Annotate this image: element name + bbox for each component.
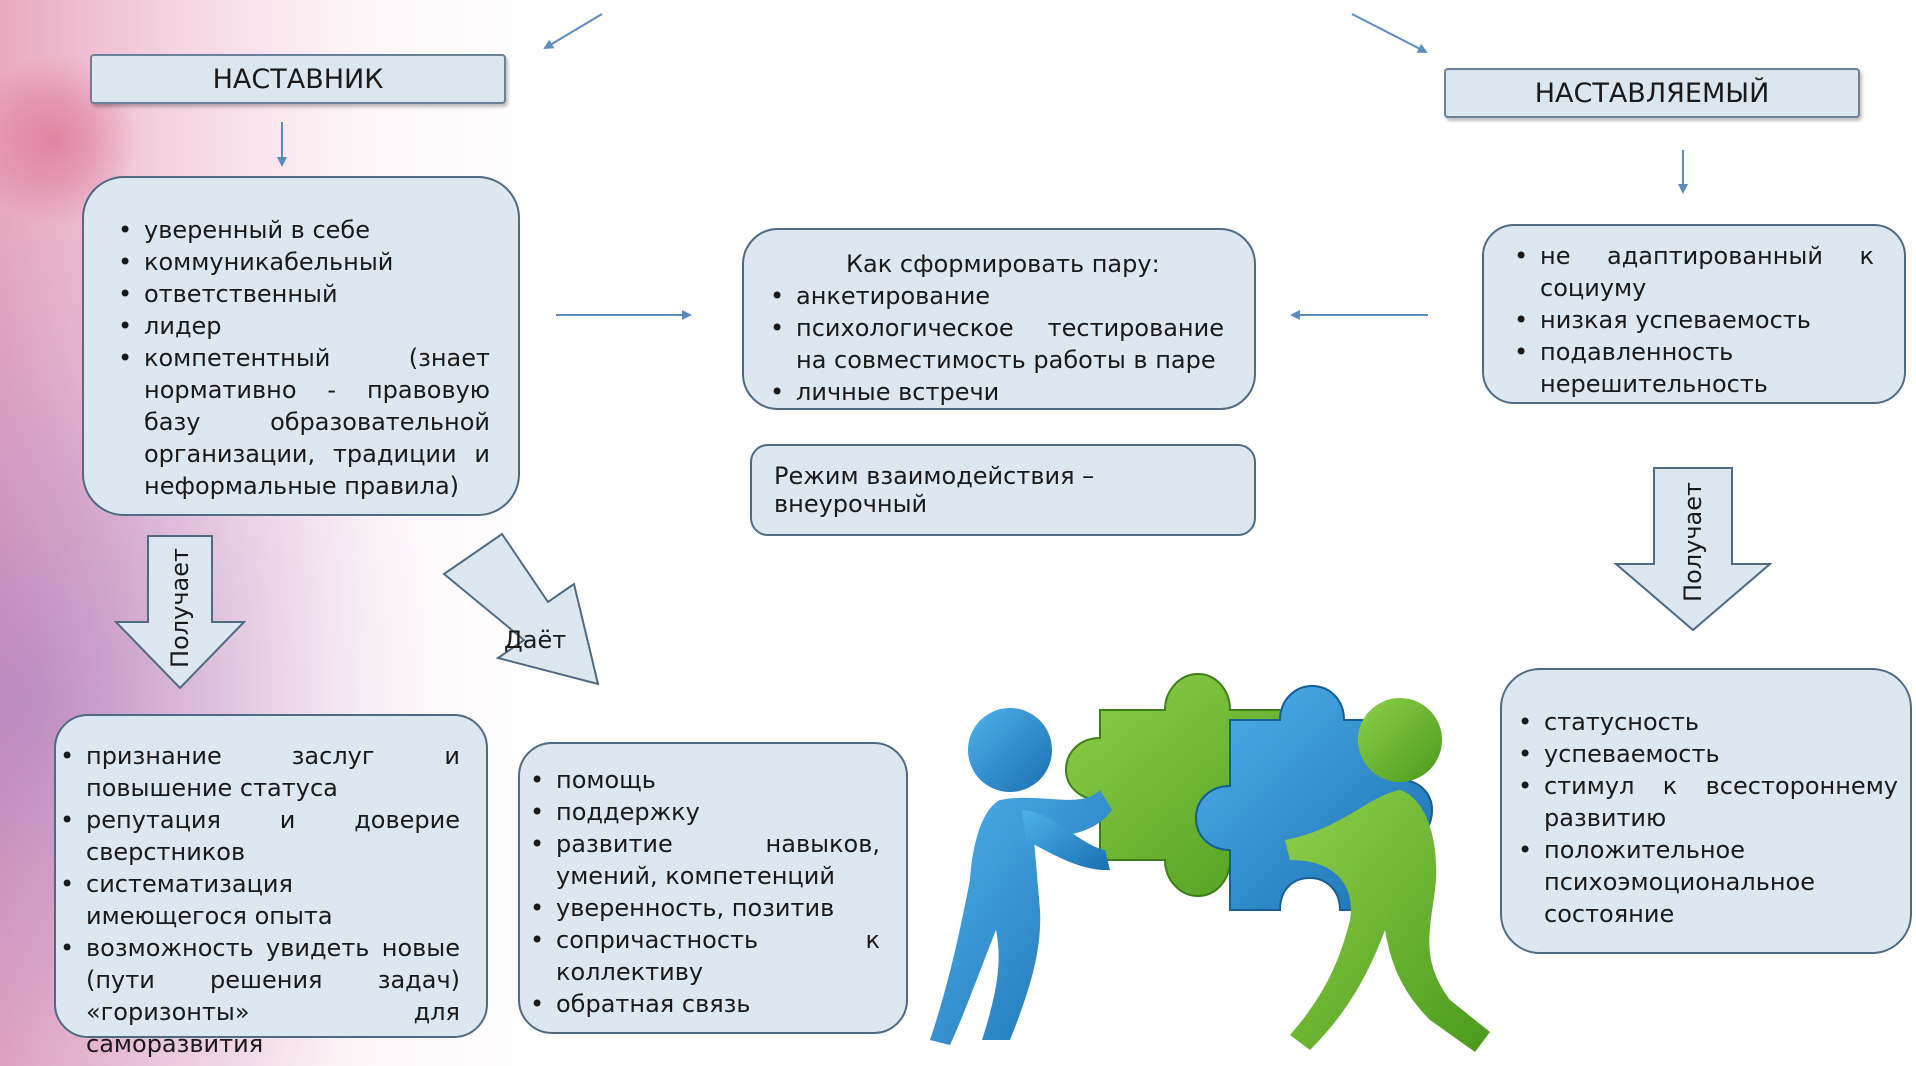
mentor-qualities-list: уверенный в себе коммуникабельный ответс… <box>118 214 490 502</box>
mentor-gives-arrow: Даёт <box>440 528 610 698</box>
mentor-title-box: НАСТАВНИК <box>90 54 506 104</box>
mentee-receives-list: статусность успеваемость стимул к всесто… <box>1518 706 1898 930</box>
mentee-title-box: НАСТАВЛЯЕМЫЙ <box>1444 68 1860 118</box>
list-item: психологическое тестирование на совмести… <box>770 312 1224 376</box>
list-item: систематизация имеющегося опыта <box>60 868 460 932</box>
list-item: низкая успеваемость <box>1514 304 1874 336</box>
mentee-qualities-box: не адаптированный к социуму низкая успев… <box>1482 224 1906 404</box>
mentee-receives-arrow: Получает <box>1612 466 1774 634</box>
mentor-title: НАСТАВНИК <box>212 63 384 95</box>
arrow-top-right <box>1351 13 1428 53</box>
list-item: возможность увидеть новые (пути решения … <box>60 932 460 1060</box>
pair-heading: Как сформировать пару: <box>846 250 1160 278</box>
mentor-receives-arrow: Получает <box>112 534 248 692</box>
list-item: личные встречи <box>770 376 1224 408</box>
interaction-mode-text: Режим взаимодействия – внеурочный <box>774 462 1095 518</box>
list-item: анкетирование <box>770 280 1224 312</box>
list-item: успеваемость <box>1518 738 1898 770</box>
list-item: уверенность, позитив <box>530 892 880 924</box>
list-item: репутация и доверие сверстников <box>60 804 460 868</box>
mentor-receives-box: признание заслуг и повышение статуса реп… <box>54 714 488 1058</box>
list-item: развитие навыков, умений, компетенций <box>530 828 880 892</box>
arrow-top-left <box>543 13 603 50</box>
list-item: статусность <box>1518 706 1898 738</box>
list-item: сопричастность к коллективу <box>530 924 880 988</box>
mentor-gives-label: Даёт <box>504 626 567 654</box>
mentor-receives-list: признание заслуг и повышение статуса реп… <box>60 740 460 1060</box>
blue-figure-icon <box>930 708 1112 1045</box>
mentor-gives-box: помощь поддержку развитие навыков, умени… <box>518 742 908 1034</box>
list-item: признание заслуг и повышение статуса <box>60 740 460 804</box>
interaction-mode-box: Режим взаимодействия – внеурочный <box>750 444 1256 536</box>
list-item: не адаптированный к социуму <box>1514 240 1874 304</box>
mentee-receives-box: статусность успеваемость стимул к всесто… <box>1500 668 1912 954</box>
mentee-qualities-list: не адаптированный к социуму низкая успев… <box>1514 240 1874 400</box>
mentor-gives-list: помощь поддержку развитие навыков, умени… <box>530 764 880 1020</box>
list-item: лидер <box>118 310 490 342</box>
list-item: помощь <box>530 764 880 796</box>
mentor-receives-label: Получает <box>166 548 194 668</box>
list-item: подавленность нерешительность <box>1514 336 1874 400</box>
mentee-title: НАСТАВЛЯЕМЫЙ <box>1534 77 1770 109</box>
list-item: стимул к всестороннему развитию <box>1518 770 1898 834</box>
green-figure-icon <box>1285 698 1490 1052</box>
puzzle-figures-illustration <box>930 672 1490 1052</box>
list-item: уверенный в себе <box>118 214 490 246</box>
list-item: коммуникабельный <box>118 246 490 278</box>
mentor-qualities-box: уверенный в себе коммуникабельный ответс… <box>82 176 520 516</box>
mentee-receives-label: Получает <box>1679 482 1707 602</box>
list-item: обратная связь <box>530 988 880 1020</box>
pair-items-list: анкетирование психологическое тестирован… <box>770 280 1224 408</box>
list-item: положительное психоэмоциональное состоян… <box>1518 834 1898 930</box>
list-item: ответственный <box>118 278 490 310</box>
list-item: поддержку <box>530 796 880 828</box>
pair-formation-box: Как сформировать пару: анкетирование пси… <box>742 228 1256 410</box>
list-item: компетентный (знает нормативно - правову… <box>118 342 490 502</box>
